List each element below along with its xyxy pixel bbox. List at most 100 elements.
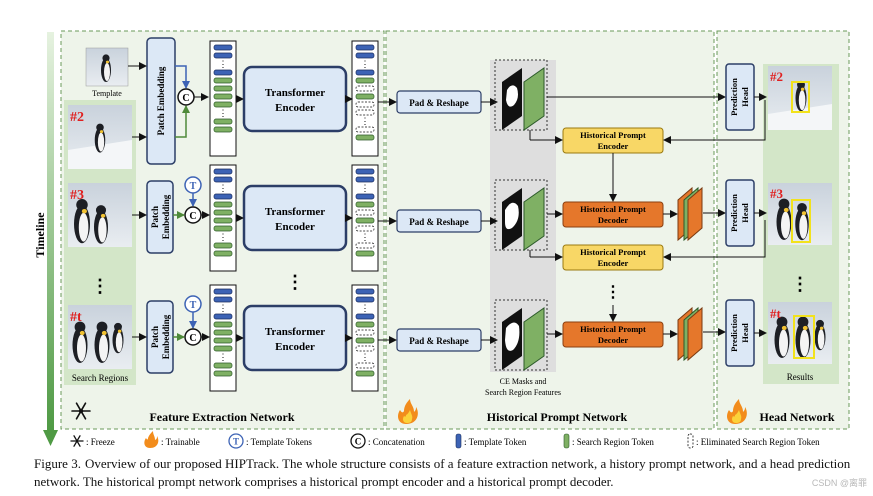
- token-stack-row3-out-dots-2: ⋮: [361, 303, 370, 313]
- token-stack-row3-out-dots-8: ⋮: [361, 352, 370, 362]
- prediction-label-2b: Head: [740, 203, 750, 223]
- token-stack-row2-out-token-1: [355, 176, 375, 183]
- token-stack-row3-in-token-4: [213, 321, 233, 328]
- token-stack-row2-in-token-9: [213, 242, 233, 249]
- hp-encoder-2-line1: Historical Prompt: [580, 247, 646, 257]
- prediction-label-3b: Head: [740, 323, 750, 343]
- pad-reshape-label-3: Pad & Reshape: [409, 336, 469, 346]
- patch-label-3: Patch: [150, 326, 160, 348]
- hp-encoder-1-line1: Historical Prompt: [580, 130, 646, 140]
- patch-embedding-label: Patch Embedding: [156, 66, 166, 135]
- hp-decoder-2-line2: Decoder: [598, 335, 628, 345]
- transformer-label-3b: Encoder: [275, 341, 315, 353]
- token-stack-row3-in-token-6: [213, 337, 233, 344]
- token-stack-row2-in-token-7: [213, 225, 233, 232]
- hp-decoder-1-line2: Decoder: [598, 215, 628, 225]
- concat-node-row1: C: [177, 88, 195, 106]
- legend-concat-icon: C: [350, 433, 366, 449]
- token-stack-row2-out-token-0: [355, 168, 375, 175]
- legend-template-tokens-icon: T: [228, 433, 244, 449]
- token-stack-row1-out-token-7: [355, 101, 375, 108]
- token-stack-row2-in-dots-2: ⋮: [219, 183, 228, 193]
- ce-mask-row1: [494, 59, 548, 131]
- result-tag-2: #2: [770, 69, 783, 84]
- token-stack-row3-out-token-3: [355, 313, 375, 320]
- token-stack-row3-out-token-9: [355, 362, 375, 369]
- concat-node-row3: C: [184, 328, 202, 346]
- token-stack-row2-out-token-4: [355, 201, 375, 208]
- token-stack-row3-in-token-10: [213, 370, 233, 377]
- pad-reshape-row2: Pad & Reshape: [396, 209, 482, 233]
- token-stack-row1-out-token-0: [355, 44, 375, 51]
- token-stack-row2-out-dots-2: ⋮: [361, 183, 370, 193]
- transformer-encoder-row3: Transformer Encoder: [242, 304, 348, 372]
- token-stack-row1-in-dots-2: ⋮: [219, 59, 228, 69]
- token-stacks: ⋮⋮⋮⋮⋮⋮⋮⋮⋮⋮⋮⋮: [209, 40, 379, 392]
- token-stack-row1-in-token-0: [213, 44, 233, 51]
- token-stack-row3-out-token-0: [355, 288, 375, 295]
- token-stack-row3-in-dots-8: ⋮: [219, 352, 228, 362]
- concat-node-row2: C: [184, 206, 202, 224]
- token-stack-row1-out-token-1: [355, 52, 375, 59]
- token-stack-row3-in-token-9: [213, 362, 233, 369]
- prompt-section-title: Historical Prompt Network: [487, 410, 628, 424]
- template-symbol-3: T: [190, 300, 197, 311]
- patch-embedding-row1: Patch Embedding: [146, 37, 176, 165]
- search-dots: ⋮: [91, 276, 109, 296]
- hp-encoder-1: Historical Prompt Encoder: [562, 127, 664, 154]
- hp-encoder-1-line2: Encoder: [598, 141, 629, 151]
- legend-freeze-icon: [70, 435, 84, 447]
- token-stack-row1-out-token-5: [355, 85, 375, 92]
- frame-tag-3: #3: [70, 188, 84, 203]
- template-symbol-2: T: [190, 181, 197, 192]
- token-stack-row3-in-token-7: [213, 345, 233, 352]
- token-stack-row1-in-token-4: [213, 77, 233, 84]
- token-stack-row1-in-dots-8: ⋮: [219, 108, 228, 118]
- prediction-head-2: Prediction Head: [725, 179, 755, 247]
- watermark: CSDN @离罪: [811, 478, 867, 488]
- legend-template-token: : Template Token: [464, 437, 527, 447]
- hp-decoder-2: Historical Prompt Decoder: [562, 321, 664, 348]
- token-stack-row1-in-token-10: [213, 126, 233, 133]
- token-stack-row3-in-token-3: [213, 313, 233, 320]
- fused-feature-2: [677, 306, 703, 362]
- patch-embedding-row2: Patch Embedding: [146, 180, 174, 254]
- template-label: Template: [92, 89, 122, 98]
- search-image-3: #3: [68, 183, 132, 247]
- ce-masks-label-1: CE Masks and: [500, 377, 547, 386]
- figure-caption: Figure 3.Overview of our proposed HIPTra…: [34, 455, 868, 491]
- result-image-3: #3: [768, 183, 832, 245]
- legend-search-region-token: : Search Region Token: [572, 437, 654, 447]
- decoder-dots: ⋮: [605, 284, 621, 301]
- patch-label-2: Patch: [150, 206, 160, 228]
- transformer-dots: ⋮: [286, 272, 304, 292]
- template-image: Template: [85, 47, 129, 98]
- patch-embedding-row3: Patch Embedding: [146, 300, 174, 374]
- legend-trainable-icon: [144, 431, 159, 448]
- hp-encoder-2-line2: Encoder: [598, 258, 629, 268]
- hp-decoder-1-line1: Historical Prompt: [580, 204, 646, 214]
- embedding-label-2: Embedding: [161, 194, 171, 239]
- result-image-t: #t: [768, 302, 832, 364]
- caption-figure-number: Figure 3.: [34, 456, 81, 471]
- results-label: Results: [787, 372, 814, 382]
- token-stack-row2-out-token-5: [355, 209, 375, 216]
- template-tokens-node-row3: T: [184, 295, 202, 313]
- token-stack-row2-in-token-0: [213, 168, 233, 175]
- transformer-label-1b: Encoder: [275, 102, 315, 114]
- pad-reshape-row1: Pad & Reshape: [396, 90, 482, 114]
- token-stack-row2-in-token-4: [213, 201, 233, 208]
- timeline: Timeline: [33, 32, 58, 446]
- legend-template-tokens: : Template Tokens: [246, 437, 312, 447]
- prediction-label-1a: Prediction: [729, 78, 739, 116]
- legend-eliminated-token-swatch: [687, 433, 694, 449]
- legend-concatenation: : Concatenation: [368, 437, 425, 447]
- token-stack-row2-in-token-1: [213, 176, 233, 183]
- legend-freeze: : Freeze: [86, 437, 115, 447]
- token-stack-row1-out-token-11: [355, 134, 375, 141]
- transformer-label-3a: Transformer: [265, 326, 325, 338]
- token-stack-row1-in-token-5: [213, 85, 233, 92]
- legend-eliminated-token: : Eliminated Search Region Token: [696, 437, 820, 447]
- token-stack-row2-in-token-10: [213, 250, 233, 257]
- search-image-t: #t: [68, 305, 132, 369]
